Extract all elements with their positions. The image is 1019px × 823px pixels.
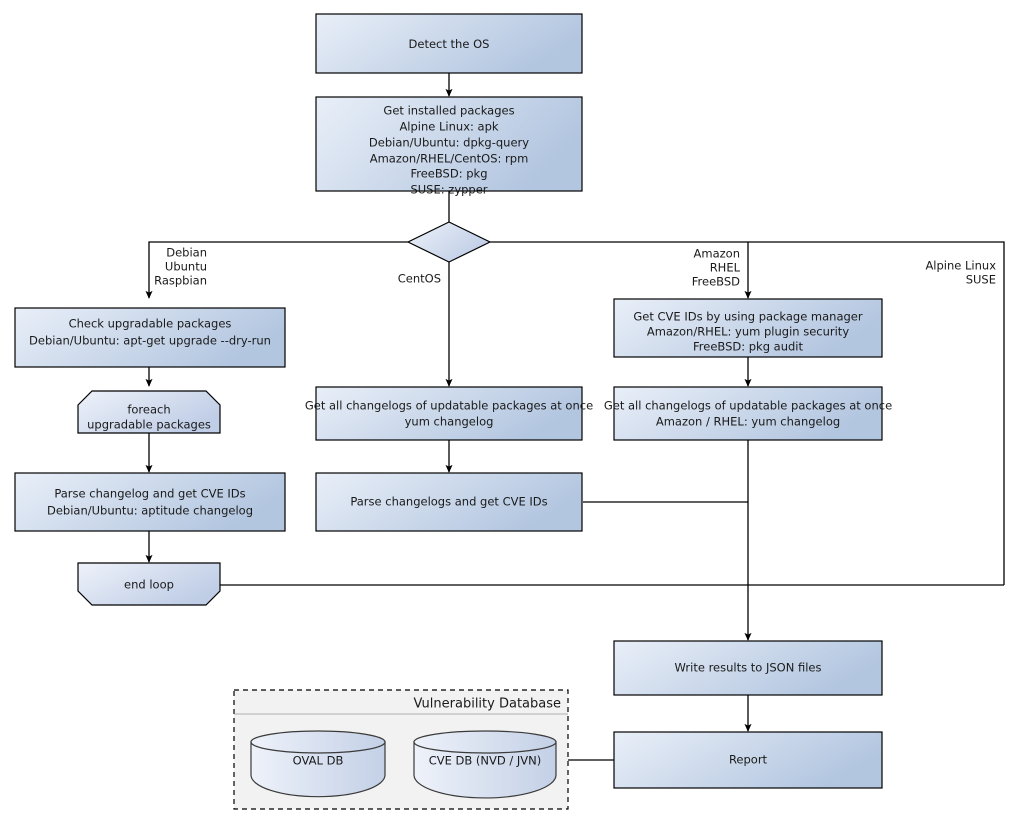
node-changelogs-centos-line-0: Get all changelogs of updatable packages… xyxy=(305,399,593,413)
node-get-installed-line-1: Alpine Linux: apk xyxy=(399,120,498,134)
db-cylinder-oval-label: OVAL DB xyxy=(293,754,344,768)
branch-label-debian-2: Raspbian xyxy=(154,274,207,288)
node-changelogs-centos[interactable]: Get all changelogs of updatable packages… xyxy=(305,386,593,441)
node-get-installed-line-3: Amazon/RHEL/CentOS: rpm xyxy=(370,152,529,166)
db-cylinder-oval[interactable]: OVAL DB xyxy=(250,730,386,798)
connector-decision-debian xyxy=(145,241,408,299)
node-parse-changelogs-centos[interactable]: Parse changelogs and get CVE IDs xyxy=(315,472,583,532)
node-get-installed-line-0: Get installed packages xyxy=(383,104,514,118)
branch-label-alpine-0: Alpine Linux xyxy=(925,259,996,273)
node-parse-changelog-debian-line-1: Debian/Ubuntu: aptitude changelog xyxy=(47,504,253,518)
node-foreach-line-1: upgradable packages xyxy=(87,418,211,432)
branch-label-amazon-0: Amazon xyxy=(694,247,740,261)
branch-label-debian-0: Debian xyxy=(166,246,207,260)
branch-label-centos: CentOS xyxy=(398,272,441,286)
node-end-loop-label: end loop xyxy=(124,578,174,592)
node-detect-os[interactable]: Detect the OS xyxy=(315,13,583,74)
group-vulnerability-database-title: Vulnerability Database xyxy=(414,697,561,712)
branch-label-amazon-1: RHEL xyxy=(710,261,741,275)
connector-decision-alpine xyxy=(748,241,1005,585)
branch-label-alpine: Alpine Linux SUSE xyxy=(925,259,996,287)
branch-label-amazon: Amazon RHEL FreeBSD xyxy=(692,247,741,289)
group-vulnerability-database: Vulnerability Database OVAL DB CVE DB (N… xyxy=(233,689,569,810)
connectors xyxy=(145,73,1005,761)
node-parse-changelog-debian-line-0: Parse changelog and get CVE IDs xyxy=(54,487,245,501)
node-detect-os-label: Detect the OS xyxy=(409,37,490,51)
node-check-upgradable[interactable]: Check upgradable packages Debian/Ubuntu:… xyxy=(14,307,286,368)
node-get-cve-line-2: FreeBSD: pkg audit xyxy=(693,340,804,354)
node-get-cve-line-0: Get CVE IDs by using package manager xyxy=(633,310,863,324)
branch-label-amazon-2: FreeBSD xyxy=(692,275,740,289)
node-get-cve-line-1: Amazon/RHEL: yum plugin security xyxy=(647,325,849,339)
node-changelogs-amazon[interactable]: Get all changelogs of updatable packages… xyxy=(604,386,892,441)
branch-label-debian: Debian Ubuntu Raspbian xyxy=(154,246,207,288)
branch-label-centos-0: CentOS xyxy=(398,272,441,286)
node-os-decision[interactable] xyxy=(406,221,492,263)
node-get-installed-line-4: FreeBSD: pkg xyxy=(410,167,487,181)
node-parse-changelog-debian[interactable]: Parse changelog and get CVE IDs Debian/U… xyxy=(14,472,286,532)
branch-label-debian-1: Ubuntu xyxy=(165,260,207,274)
node-foreach-loop[interactable]: foreach upgradable packages xyxy=(77,390,221,434)
db-cylinder-cve[interactable]: CVE DB (NVD / JVN) xyxy=(413,730,557,799)
node-changelogs-amazon-line-0: Get all changelogs of updatable packages… xyxy=(604,399,892,413)
branch-label-alpine-1: SUSE xyxy=(966,273,996,287)
node-get-installed-line-2: Debian/Ubuntu: dpkg-query xyxy=(369,136,529,150)
node-get-installed-line-5: SUSE: zypper xyxy=(410,183,487,197)
node-get-cve-package-manager[interactable]: Get CVE IDs by using package manager Ama… xyxy=(613,298,883,358)
db-cylinder-cve-label: CVE DB (NVD / JVN) xyxy=(429,754,542,768)
node-get-installed-packages[interactable]: Get installed packages Alpine Linux: apk… xyxy=(315,96,583,197)
node-check-upgradable-line-0: Check upgradable packages xyxy=(69,317,232,331)
node-write-json[interactable]: Write results to JSON files xyxy=(613,640,883,696)
node-report[interactable]: Report xyxy=(613,731,883,789)
node-write-json-label: Write results to JSON files xyxy=(675,661,822,675)
node-end-loop[interactable]: end loop xyxy=(77,562,221,606)
node-report-label: Report xyxy=(729,753,768,767)
node-foreach-line-0: foreach xyxy=(127,403,170,417)
node-changelogs-centos-line-1: yum changelog xyxy=(405,415,494,429)
node-changelogs-amazon-line-1: Amazon / RHEL: yum changelog xyxy=(656,415,840,429)
node-parse-changelogs-centos-label: Parse changelogs and get CVE IDs xyxy=(350,495,547,509)
node-check-upgradable-line-1: Debian/Ubuntu: apt-get upgrade --dry-run xyxy=(29,334,271,348)
